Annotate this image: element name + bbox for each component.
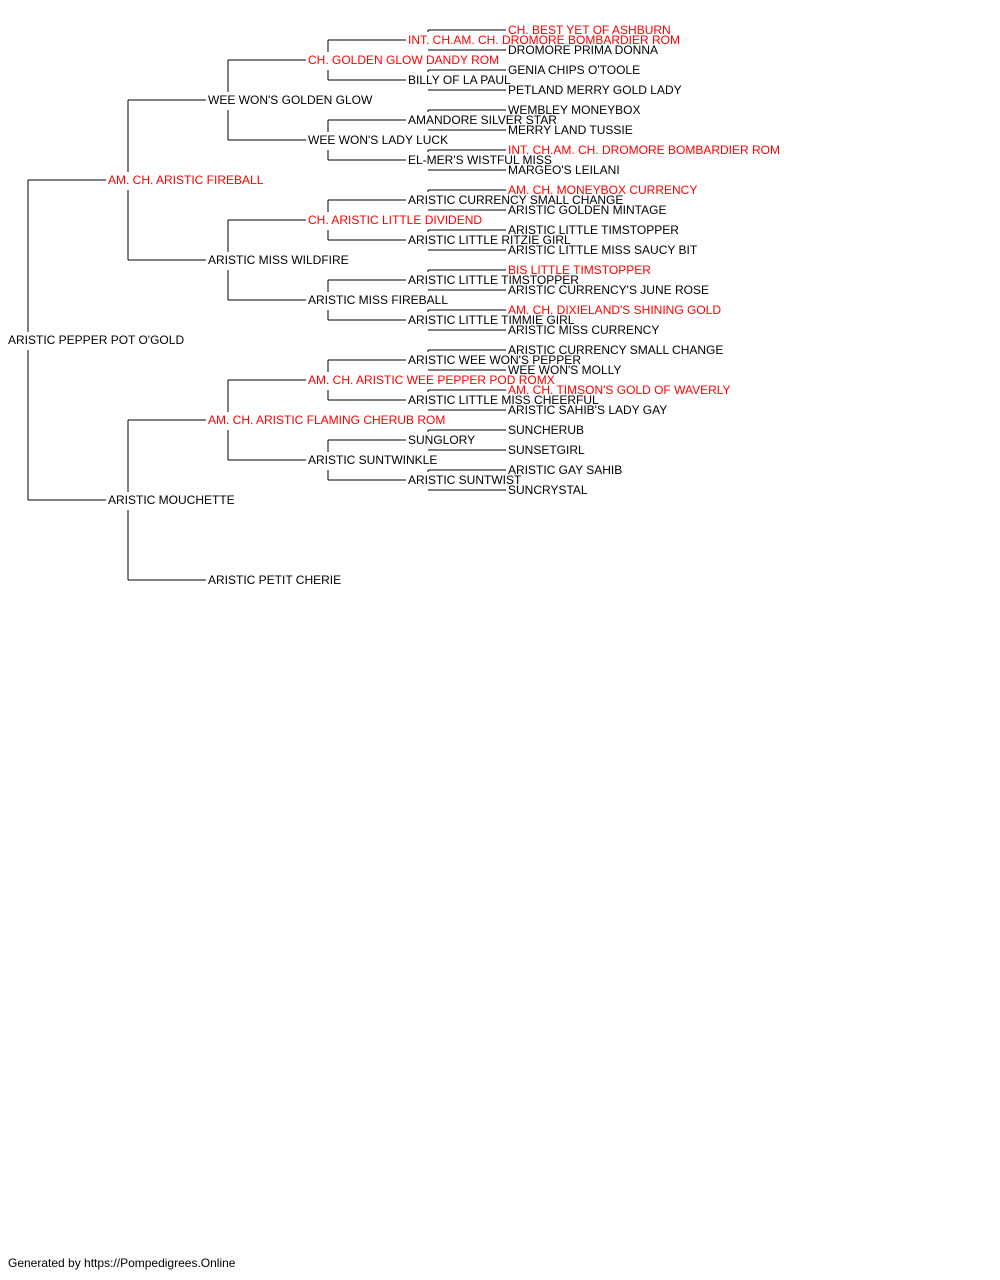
pedigree-name[interactable]: ARISTIC MISS WILDFIRE — [208, 253, 349, 267]
pedigree-name[interactable]: ARISTIC LITTLE TIMMIE GIRL — [408, 313, 575, 327]
generated-by-footer: Generated by https://Pompedigrees.Online — [8, 1256, 236, 1270]
pedigree-name[interactable]: INT. CH.AM. CH. DROMORE BOMBARDIER ROM — [408, 33, 680, 47]
pedigree-name[interactable]: ARISTIC MISS FIREBALL — [308, 293, 448, 307]
pedigree-name[interactable]: ARISTIC GAY SAHIB — [508, 463, 622, 477]
pedigree-name[interactable]: ARISTIC PEPPER POT O'GOLD — [8, 333, 184, 347]
pedigree-name[interactable]: EL-MER'S WISTFUL MISS — [408, 153, 552, 167]
pedigree-name[interactable]: CH. BEST YET OF ASHBURN — [508, 23, 671, 37]
pedigree-name[interactable]: SUNSETGIRL — [508, 443, 585, 457]
pedigree-name[interactable]: ARISTIC LITTLE MISS SAUCY BIT — [508, 243, 698, 257]
pedigree-name[interactable]: ARISTIC LITTLE MISS CHEERFUL — [408, 393, 599, 407]
pedigree-name[interactable]: PETLAND MERRY GOLD LADY — [508, 83, 682, 97]
pedigree-name[interactable]: ARISTIC SUNTWIST — [408, 473, 522, 487]
pedigree-name[interactable]: MARGEO'S LEILANI — [508, 163, 620, 177]
pedigree-name[interactable]: SUNGLORY — [408, 433, 475, 447]
pedigree-name[interactable]: ARISTIC GOLDEN MINTAGE — [508, 203, 666, 217]
pedigree-name[interactable]: DROMORE PRIMA DONNA — [508, 43, 658, 57]
pedigree-name[interactable]: ARISTIC MISS CURRENCY — [508, 323, 659, 337]
pedigree-name[interactable]: ARISTIC SUNTWINKLE — [308, 453, 437, 467]
pedigree-name[interactable]: SUNCRYSTAL — [508, 483, 588, 497]
pedigree-name[interactable]: ARISTIC CURRENCY SMALL CHANGE — [408, 193, 623, 207]
pedigree-name[interactable]: AM. CH. DIXIELAND'S SHINING GOLD — [508, 303, 721, 317]
pedigree-name[interactable]: ARISTIC LITTLE RITZIE GIRL — [408, 233, 571, 247]
pedigree-name[interactable]: WEE WON'S LADY LUCK — [308, 133, 448, 147]
pedigree-name[interactable]: WEE WON'S GOLDEN GLOW — [208, 93, 373, 107]
pedigree-name[interactable]: CH. GOLDEN GLOW DANDY ROM — [308, 53, 499, 67]
pedigree-name[interactable]: MERRY LAND TUSSIE — [508, 123, 633, 137]
pedigree-name[interactable]: ARISTIC LITTLE TIMSTOPPER — [508, 223, 679, 237]
pedigree-name[interactable]: CH. ARISTIC LITTLE DIVIDEND — [308, 213, 482, 227]
pedigree-name[interactable]: INT. CH.AM. CH. DROMORE BOMBARDIER ROM — [508, 143, 780, 157]
pedigree-name[interactable]: BILLY OF LA PAUL — [408, 73, 511, 87]
pedigree-name[interactable]: ARISTIC CURRENCY SMALL CHANGE — [508, 343, 723, 357]
pedigree-name[interactable]: AM. CH. ARISTIC FIREBALL — [108, 173, 264, 187]
pedigree-name[interactable]: ARISTIC MOUCHETTE — [108, 493, 235, 507]
pedigree-name[interactable]: ARISTIC LITTLE TIMSTOPPER — [408, 273, 579, 287]
pedigree-name[interactable]: SUNCHERUB — [508, 423, 584, 437]
pedigree-name[interactable]: AMANDORE SILVER STAR — [408, 113, 557, 127]
pedigree-name[interactable]: ARISTIC WEE WON'S PEPPER — [408, 353, 581, 367]
pedigree-name[interactable]: BIS LITTLE TIMSTOPPER — [508, 263, 651, 277]
pedigree-tree: ARISTIC PEPPER POT O'GOLD AM. CH. ARISTIC… — [8, 23, 780, 587]
pedigree-name[interactable]: AM. CH. TIMSON'S GOLD OF WAVERLY — [508, 383, 731, 397]
pedigree-name[interactable]: AM. CH. ARISTIC WEE PEPPER POD ROMX — [308, 373, 555, 387]
pedigree-name[interactable]: WEE WON'S MOLLY — [508, 363, 621, 377]
pedigree-name[interactable]: AM. CH. MONEYBOX CURRENCY — [508, 183, 697, 197]
pedigree-name[interactable]: GENIA CHIPS O'TOOLE — [508, 63, 640, 77]
pedigree-name[interactable]: AM. CH. ARISTIC FLAMING CHERUB ROM — [208, 413, 445, 427]
pedigree-name[interactable]: ARISTIC PETIT CHERIE — [208, 573, 341, 587]
pedigree-name[interactable]: ARISTIC CURRENCY'S JUNE ROSE — [508, 283, 709, 297]
pedigree-name[interactable]: ARISTIC SAHIB'S LADY GAY — [508, 403, 667, 417]
pedigree-name[interactable]: WEMBLEY MONEYBOX — [508, 103, 640, 117]
